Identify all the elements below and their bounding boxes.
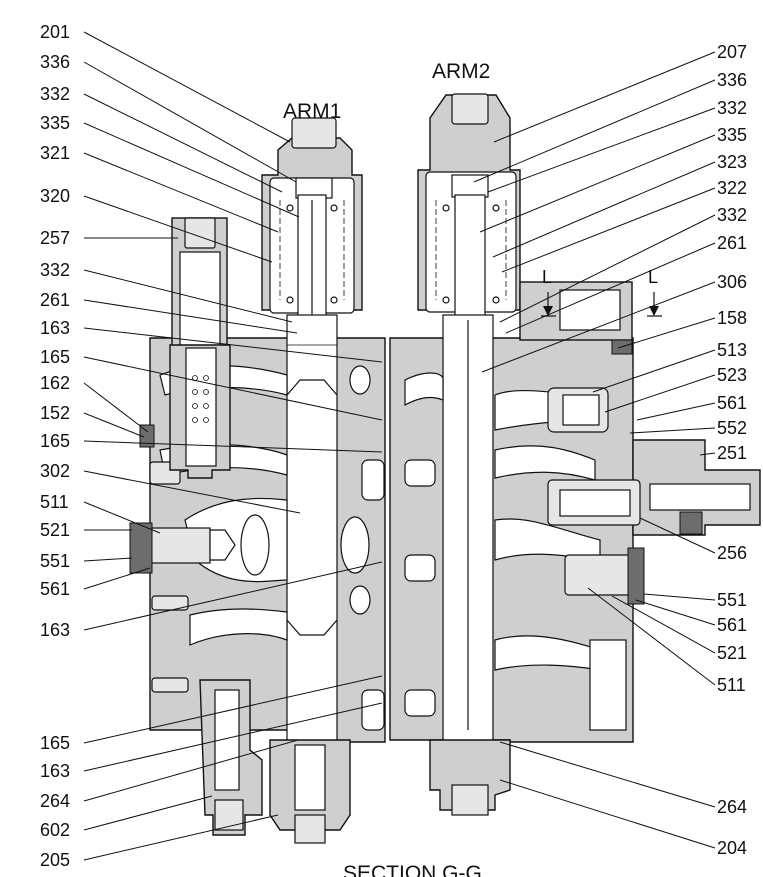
- label-332-right-b: 332: [717, 205, 747, 225]
- label-163-a: 163: [40, 318, 70, 338]
- label-264-right: 264: [717, 797, 747, 817]
- arm1-valve-assembly: [129, 117, 386, 844]
- label-165-b: 165: [40, 431, 70, 451]
- label-158: 158: [717, 308, 747, 328]
- label-152: 152: [40, 403, 70, 423]
- title-arm2: ARM2: [432, 60, 490, 83]
- label-521-right: 521: [717, 643, 747, 663]
- label-205: 205: [40, 850, 70, 870]
- label-561-right-b: 561: [717, 615, 747, 635]
- label-511-left: 511: [40, 492, 69, 512]
- arm1-spring: [279, 200, 345, 304]
- marker-L-right: L: [648, 267, 658, 287]
- label-513: 513: [717, 340, 747, 360]
- label-322: 322: [717, 178, 747, 198]
- label-511-right: 511: [717, 675, 746, 695]
- section-title: SECTION G-G: [343, 862, 482, 877]
- pilot-holes: [192, 375, 209, 423]
- label-201: 201: [40, 22, 70, 42]
- label-163-c: 163: [40, 761, 70, 781]
- label-207: 207: [717, 42, 747, 62]
- title-arm1: ARM1: [283, 100, 341, 123]
- label-332-left-b: 332: [40, 260, 70, 280]
- label-264-left: 264: [40, 791, 70, 811]
- section-markers: L L: [541, 267, 662, 317]
- label-551-right: 551: [717, 590, 747, 610]
- left-callouts: 201 336 332 335 321 320 257 332 261 163 …: [40, 22, 383, 870]
- arm2-valve-assembly: [389, 93, 761, 816]
- label-552: 552: [717, 418, 747, 438]
- arm2-spring: [435, 200, 507, 304]
- label-335-right: 335: [717, 125, 747, 145]
- label-321: 321: [40, 143, 70, 163]
- label-306: 306: [717, 272, 747, 292]
- label-261-left: 261: [40, 290, 70, 310]
- label-335-left: 335: [40, 113, 70, 133]
- label-336-right: 336: [717, 70, 747, 90]
- label-302: 302: [40, 461, 70, 481]
- right-callouts: 207 336 332 335 323 322 332 261 306 158 …: [473, 42, 747, 858]
- label-162: 162: [40, 373, 70, 393]
- label-323: 323: [717, 152, 747, 172]
- label-561-left: 561: [40, 579, 70, 599]
- label-320: 320: [40, 186, 70, 206]
- label-521-left: 521: [40, 520, 70, 540]
- label-251: 251: [717, 443, 747, 463]
- label-561-right-a: 561: [717, 393, 747, 413]
- label-165-a: 165: [40, 347, 70, 367]
- label-602: 602: [40, 820, 70, 840]
- label-165-c: 165: [40, 733, 70, 753]
- label-332-right-a: 332: [717, 98, 747, 118]
- label-336-left: 336: [40, 52, 70, 72]
- label-261-right: 261: [717, 233, 747, 253]
- label-551-left: 551: [40, 551, 70, 571]
- label-523: 523: [717, 365, 747, 385]
- label-204: 204: [717, 838, 747, 858]
- label-257: 257: [40, 228, 70, 248]
- label-256: 256: [717, 543, 747, 563]
- label-163-b: 163: [40, 620, 70, 640]
- label-332-left-a: 332: [40, 84, 70, 104]
- marker-L-left: L: [542, 267, 552, 287]
